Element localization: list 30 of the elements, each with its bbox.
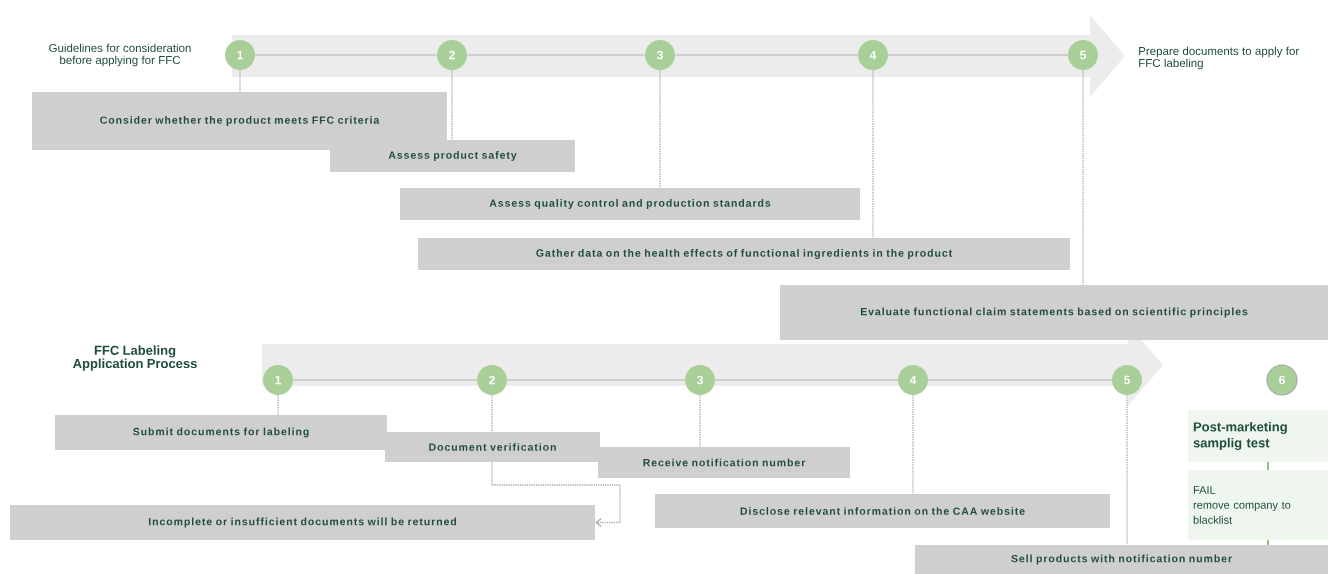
connector <box>239 69 241 93</box>
step-box: Disclose relevant information on the CAA website <box>655 494 1110 528</box>
node-label: Document verification <box>429 443 556 451</box>
step-box: Receive notification number <box>598 447 850 478</box>
connector <box>699 394 701 448</box>
connector <box>659 69 661 189</box>
step-box: Incomplete or insufficient documents will be returned <box>10 505 595 540</box>
test-box: Post-marketing samplig test <box>1188 410 1328 462</box>
step-box: Assess quality control and production standards <box>400 188 860 220</box>
connector <box>872 69 874 239</box>
step-box: Evaluate functional claim statements based on scientific principles <box>780 285 1328 340</box>
connector <box>1267 539 1269 546</box>
heading-text: Guidelines for consideration before applying for FFC <box>49 43 191 67</box>
heading-text: Prepare documents to apply for FFC labeling <box>1139 46 1299 70</box>
connector <box>491 394 493 433</box>
step-box: Assess product safety <box>330 140 575 172</box>
step-box: Document verification <box>385 432 600 462</box>
connector <box>912 394 914 495</box>
step-box: Gather data on the health effects of functional ingredients in the product <box>418 238 1070 270</box>
connector <box>1126 394 1128 546</box>
connector <box>491 461 621 528</box>
heading-text: FFC Labeling Application Process <box>73 345 197 371</box>
step-box: Sell products with notification number <box>915 545 1328 574</box>
connector <box>451 69 453 141</box>
step-box: Submit documents for labeling <box>55 415 387 450</box>
connector <box>1267 461 1269 471</box>
result-box: FAIL remove company to blacklist <box>1188 470 1328 540</box>
connector <box>1082 69 1084 286</box>
connector <box>277 394 279 416</box>
node-label: Submit documents for labeling <box>133 427 309 438</box>
